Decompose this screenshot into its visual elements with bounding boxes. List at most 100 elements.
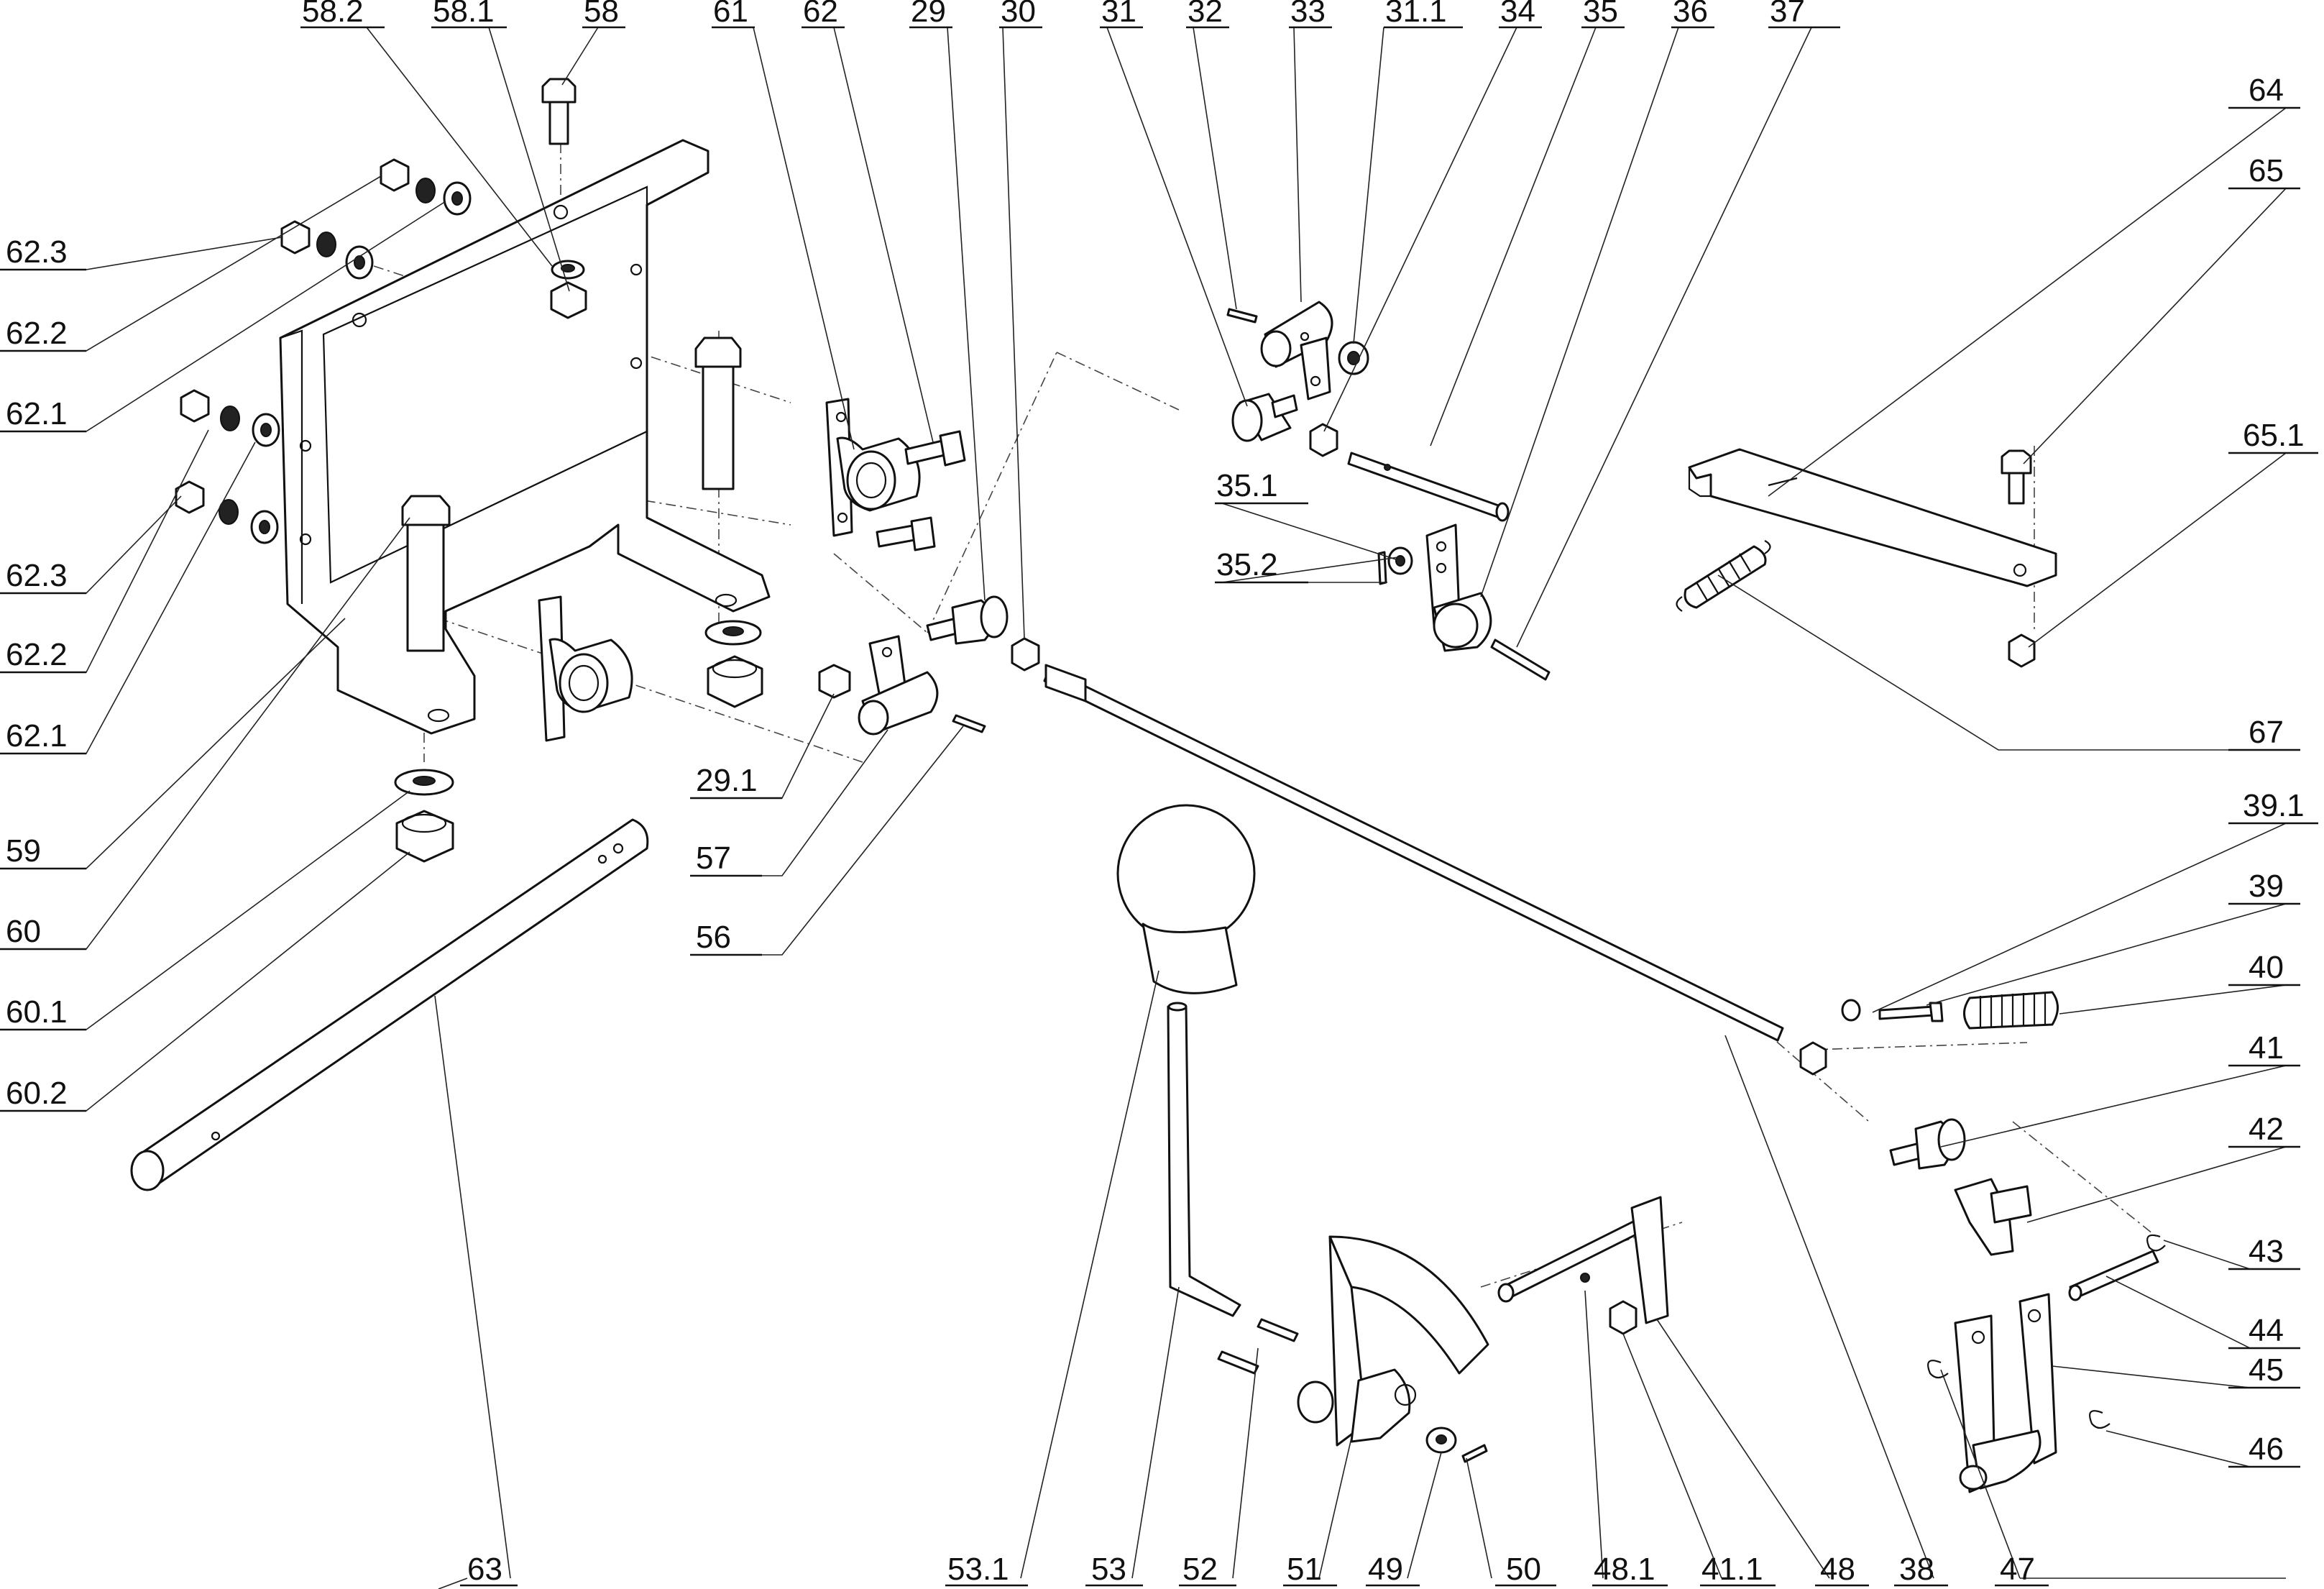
label-47: 47 [2000,1552,2035,1587]
label-62: 62 [803,0,838,29]
label-43: 43 [2249,1234,2284,1269]
nut-41-1 [1609,1300,1638,1335]
label-41: 41 [2249,1030,2284,1066]
label-48-1: 48.1 [1594,1552,1655,1587]
label-59: 59 [6,833,41,869]
lever-45 [1954,1293,2057,1493]
bolt-60 [401,495,451,652]
label-62-3-lower: 62.3 [6,558,68,593]
label-48: 48 [1820,1552,1855,1587]
bearing-61-upper [825,398,921,537]
label-35-1: 35.1 [1216,468,1278,503]
pin-44 [2068,1250,2159,1301]
label-38: 38 [1899,1552,1934,1587]
label-58-2: 58.2 [302,0,364,29]
bolts-62 [876,430,966,551]
label-65: 65 [2249,153,2284,188]
bearing-61-lower [538,595,633,742]
label-33: 33 [1290,0,1326,29]
label-62-1-lower: 62.1 [6,718,68,754]
washer-49 [1425,1427,1457,1454]
nut-65-1 [2008,633,2036,668]
label-40: 40 [2249,950,2284,985]
nuts-washers-62-lower [175,389,280,544]
label-41-1: 41.1 [1701,1552,1763,1587]
label-51: 51 [1287,1552,1322,1587]
nuts-washers-62-upper [280,158,472,280]
shaft-63 [130,818,649,1191]
ball-joint-29 [926,595,1009,645]
label-58: 58 [584,0,619,29]
label-29-1: 29.1 [696,763,758,798]
spring-67 [1676,540,1771,612]
washer-58-1 [551,260,585,280]
label-52: 52 [1182,1552,1218,1587]
washer-nut-upper [704,620,763,708]
leader-lines [0,27,2287,1589]
label-63: 63 [467,1552,502,1587]
label-62-3-upper: 62.3 [6,234,68,270]
bolt-58 [541,78,577,145]
label-39-1: 39.1 [2243,788,2305,823]
spring-40 [1963,991,2059,1030]
clips-46-47 [1927,1360,2111,1429]
label-39: 39 [2249,869,2284,904]
label-62-1-upper: 62.1 [6,396,68,431]
label-67: 67 [2249,715,2284,750]
bolt-60-upper [694,336,742,490]
label-61: 61 [713,0,748,29]
clevis-57 [858,635,939,736]
label-62-2-upper: 62.2 [6,316,68,351]
clevis-33 [1260,301,1333,400]
sector-51 [1297,1235,1489,1447]
rod-38 [1043,664,1784,1042]
nut-30 [1011,637,1040,672]
ball-joint-41 [1889,1118,1966,1170]
label-50: 50 [1506,1552,1541,1587]
bolt-39 [1878,1002,1944,1022]
label-35: 35 [1583,0,1618,29]
nut-34 [1309,423,1338,457]
lever-53 [1167,1002,1241,1317]
label-60-1: 60.1 [6,994,68,1030]
assembly-centerlines [316,129,2157,1288]
label-45: 45 [2249,1352,2284,1388]
ball-joint-31 [1231,393,1298,442]
lever-36 [1425,523,1492,652]
label-37: 37 [1770,0,1805,29]
pin-32 [1226,308,1258,324]
label-36: 36 [1673,0,1708,29]
label-58-1: 58.1 [433,0,495,29]
label-30: 30 [1001,0,1036,29]
rod-35 [1347,452,1510,522]
label-31: 31 [1101,0,1136,29]
nut-rod-end [1799,1041,1827,1076]
label-29: 29 [911,0,946,29]
label-62-2-lower: 62.2 [6,637,68,672]
block-42 [1954,1178,2032,1256]
parts-drawing [130,78,2166,1493]
bar-64 [1688,448,2057,587]
nut-58-2 [550,281,587,319]
label-44: 44 [2249,1313,2284,1348]
label-46: 46 [2249,1432,2284,1467]
label-32: 32 [1188,0,1223,29]
label-56: 56 [696,920,731,955]
label-34: 34 [1500,0,1535,29]
label-60-2: 60.2 [6,1076,68,1111]
knob-53-1 [1116,804,1256,994]
label-53: 53 [1091,1552,1126,1587]
pin-56 [952,714,986,733]
nut-39-1 [1841,999,1861,1022]
frame-bracket [279,139,771,735]
washer-60-1 [394,769,454,796]
bolt-65 [2001,449,2032,505]
nut-29-1 [818,664,851,699]
label-31-1: 31.1 [1385,0,1447,29]
label-49: 49 [1368,1552,1403,1587]
shaft-48 [1497,1196,1669,1324]
pins-52 [1217,1318,1299,1375]
label-64: 64 [2249,73,2284,108]
